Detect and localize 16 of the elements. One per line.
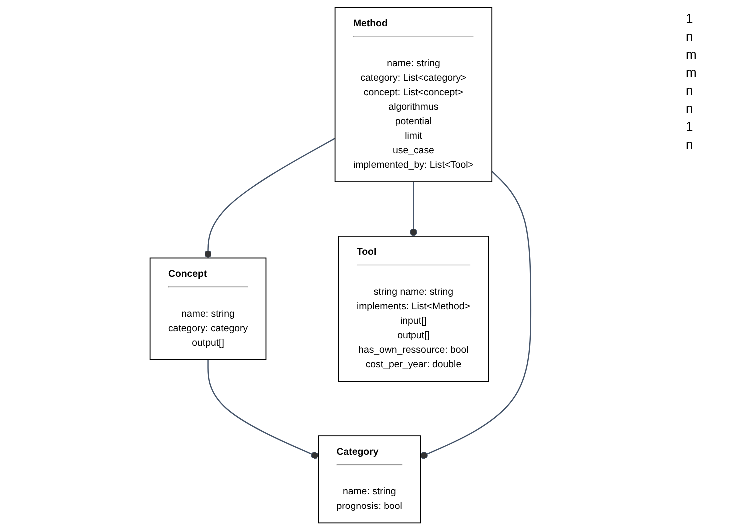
connector (204, 138, 336, 258)
connector (420, 170, 532, 460)
node-box: Tool string name: string implements: List<Method> input[] output[] has_own_ressource: bool cost_per_year: double (338, 236, 490, 382)
node-box: Method name: string category: List<category> concept: List<concept> algorithmus potential limit use_case implemented_by: List<Tool> (335, 7, 493, 182)
multiplicity-label: n (686, 83, 694, 98)
multiplicity-label: n (686, 137, 694, 152)
connector (208, 360, 320, 460)
multiplicity-label: 1 (686, 119, 694, 134)
connector (410, 182, 418, 236)
multiplicity-label: m (686, 47, 698, 62)
multiplicity-label: 1 (686, 11, 694, 26)
node-box: Concept name: string category: category output[] (150, 258, 268, 360)
multiplicity-label: m (686, 65, 698, 80)
multiplicity-label: n (686, 101, 694, 116)
node-box: Category name: string prognosis: bool (318, 436, 422, 524)
multiplicity-label: n (686, 29, 694, 44)
